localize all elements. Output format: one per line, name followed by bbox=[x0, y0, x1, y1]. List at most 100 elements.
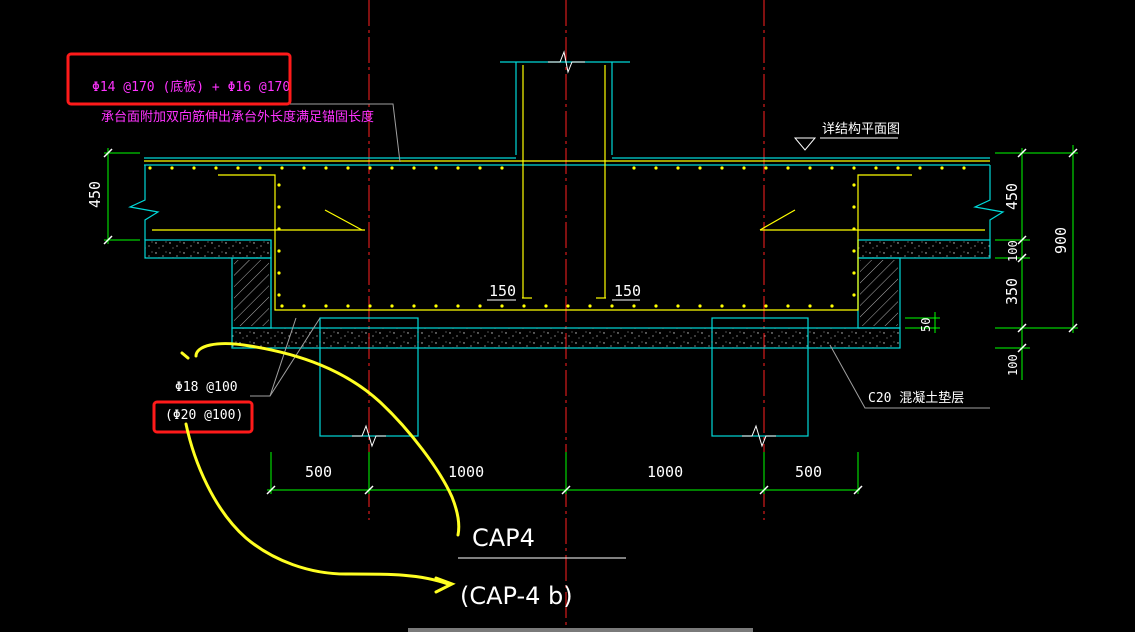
cushion-leader bbox=[829, 344, 990, 409]
rebar-section-dot bbox=[456, 304, 460, 308]
rebar-section-dot bbox=[302, 166, 306, 170]
top-bar-note: 承台面附加双向筋伸出承台外长度满足锚固长度 bbox=[101, 109, 374, 125]
dim-right-450: 450 bbox=[1003, 183, 1021, 210]
rebar-section-dot bbox=[434, 304, 438, 308]
centerlines bbox=[368, 0, 765, 632]
dim-bottom-2: 1000 bbox=[448, 463, 484, 481]
rebar-section-dot bbox=[478, 166, 482, 170]
rebar-section-dot bbox=[852, 227, 856, 231]
rebar-section-dot bbox=[544, 304, 548, 308]
rebar-section-dot bbox=[940, 166, 944, 170]
rebar-section-dot bbox=[918, 166, 922, 170]
rebar-section-dot bbox=[277, 227, 281, 231]
markup-annotation bbox=[180, 342, 461, 594]
rebar-section-dot bbox=[368, 304, 372, 308]
dim-bottom-1: 500 bbox=[305, 463, 332, 481]
pier-left-hatch bbox=[234, 260, 269, 326]
rebar-section-dot bbox=[808, 166, 812, 170]
rebar-section-dot bbox=[742, 166, 746, 170]
slab-right-fill bbox=[858, 240, 990, 258]
rebar-section-dot bbox=[500, 304, 504, 308]
left-bar-alt: (Φ20 @100) bbox=[165, 408, 243, 423]
rebar-section-dot bbox=[214, 166, 218, 170]
dimension-lines bbox=[104, 145, 1078, 494]
rebar-section-dot bbox=[610, 304, 614, 308]
rebar-section-dot bbox=[346, 166, 350, 170]
inner-dim-right: 150 bbox=[614, 282, 641, 300]
rebar-section-dot bbox=[192, 166, 196, 170]
rebar-section-dot bbox=[258, 166, 262, 170]
rebar-section-dot bbox=[368, 166, 372, 170]
rebar-section-dot bbox=[742, 304, 746, 308]
rebar-section-dot bbox=[962, 166, 966, 170]
rebar-section-dot bbox=[346, 304, 350, 308]
level-marker-icon bbox=[793, 137, 817, 151]
rebar-section-dot bbox=[720, 166, 724, 170]
rebar-section-dot bbox=[277, 205, 281, 209]
rebar-section-dot bbox=[500, 166, 504, 170]
highlight-box-left bbox=[152, 400, 254, 434]
horizontal-scrollbar[interactable] bbox=[408, 628, 753, 632]
rebar-section-dot bbox=[277, 249, 281, 253]
rebar-section-dot bbox=[654, 166, 658, 170]
cap-alt-name: (CAP-4 b) bbox=[460, 582, 573, 610]
rebar-section-dot bbox=[170, 166, 174, 170]
cushion-fill bbox=[232, 328, 900, 348]
rebar-section-dot bbox=[522, 304, 526, 308]
rebar-section-dot bbox=[852, 205, 856, 209]
dim-left-450: 450 bbox=[86, 181, 104, 208]
plan-ref-label: 详结构平面图 bbox=[822, 122, 900, 137]
dim-right-total: 900 bbox=[1052, 227, 1070, 254]
rebar-section-dot bbox=[852, 271, 856, 275]
rebar-section-dot bbox=[280, 166, 284, 170]
left-bar-leader-2 bbox=[269, 317, 297, 397]
dimension-ticks bbox=[103, 148, 1078, 495]
dim-right-100a: 100 bbox=[1006, 240, 1020, 262]
dim-right-350: 350 bbox=[1003, 278, 1021, 305]
rebar-section-dot bbox=[852, 293, 856, 297]
rebar-section-dot bbox=[852, 166, 856, 170]
rebar-section-dot bbox=[588, 304, 592, 308]
rebar bbox=[144, 65, 990, 311]
rebar-section-dot bbox=[786, 304, 790, 308]
rebar-section-dot bbox=[676, 166, 680, 170]
rebar-section-dot bbox=[654, 304, 658, 308]
rebar-section-dot bbox=[412, 166, 416, 170]
rebar-section-dot bbox=[764, 166, 768, 170]
dim-right-50: 50 bbox=[919, 318, 933, 332]
rebar-section-dot bbox=[456, 166, 460, 170]
rebar-section-dot bbox=[786, 166, 790, 170]
rebar-section-dot bbox=[390, 166, 394, 170]
rebar-section-dot bbox=[852, 183, 856, 187]
dim-bottom-3: 1000 bbox=[647, 463, 683, 481]
inner-dim-left: 150 bbox=[489, 282, 516, 300]
cushion-label: C20 混凝土垫层 bbox=[868, 390, 964, 406]
rebar-section-dot bbox=[280, 304, 284, 308]
rebar-section-dot bbox=[390, 304, 394, 308]
left-bar-spec: Φ18 @100 bbox=[175, 380, 238, 395]
rebar-section-dot bbox=[324, 166, 328, 170]
dim-right-100b: 100 bbox=[1006, 354, 1020, 376]
rebar-section-dot bbox=[808, 304, 812, 308]
rebar-section-dot bbox=[632, 304, 636, 308]
rebar-section-dot bbox=[676, 304, 680, 308]
rebar-section-dot bbox=[302, 304, 306, 308]
rebar-section-dot bbox=[830, 304, 834, 308]
rebar-section-dot bbox=[874, 166, 878, 170]
rebar-dots bbox=[148, 166, 966, 308]
rebar-section-dot bbox=[277, 183, 281, 187]
rebar-section-dot bbox=[698, 304, 702, 308]
rebar-section-dot bbox=[698, 166, 702, 170]
rebar-section-dot bbox=[277, 271, 281, 275]
rebar-section-dot bbox=[434, 166, 438, 170]
slab-left-fill bbox=[145, 240, 271, 258]
dim-bottom-4: 500 bbox=[795, 463, 822, 481]
rebar-section-dot bbox=[412, 304, 416, 308]
highlight-box-top bbox=[66, 52, 292, 106]
rebar-section-dot bbox=[148, 166, 152, 170]
rebar-section-dot bbox=[632, 166, 636, 170]
cap-name: CAP4 bbox=[472, 524, 535, 552]
rebar-section-dot bbox=[896, 166, 900, 170]
rebar-section-dot bbox=[852, 249, 856, 253]
